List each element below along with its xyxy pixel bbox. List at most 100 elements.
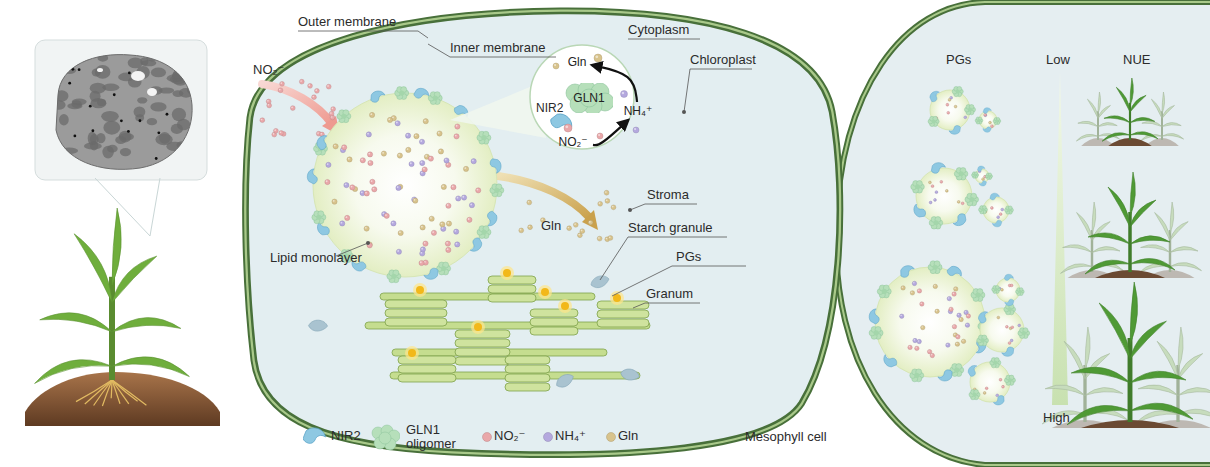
molecule (423, 241, 428, 246)
molecule-highlight (909, 346, 911, 348)
molecule (467, 217, 472, 222)
molecule-highlight (447, 222, 449, 224)
molecule (999, 213, 1002, 216)
molecule-highlight (1010, 339, 1012, 341)
molecule (935, 191, 938, 194)
leaf (1162, 134, 1184, 139)
legend-swatch (303, 422, 333, 452)
molecule (588, 220, 593, 225)
gln1-subunit (974, 174, 977, 177)
molecule-highlight (330, 112, 332, 114)
text-label: PGs (676, 249, 701, 264)
micrograph-dot (127, 130, 130, 133)
molecule-highlight (606, 238, 608, 240)
molecule (929, 201, 932, 204)
molecule-highlight (997, 216, 999, 218)
leaf (1085, 388, 1123, 396)
molecule-highlight (320, 133, 322, 135)
molecule-highlight (921, 326, 923, 328)
molecule-highlight (424, 120, 426, 122)
reaction-arrow (593, 120, 628, 145)
molecule (1008, 342, 1011, 345)
leaf (1088, 233, 1130, 244)
right-panel-art (868, 78, 1210, 428)
molecule-highlight (442, 185, 444, 187)
molecule-highlight (612, 206, 614, 208)
molecule-highlight (984, 113, 986, 115)
molecule (308, 83, 313, 88)
micrograph-grain (61, 148, 78, 154)
leaf (112, 208, 121, 285)
micrograph-dot (113, 93, 116, 96)
inner-membrane (248, 13, 838, 453)
micrograph-dot (139, 119, 142, 122)
gln1-subunit (882, 289, 887, 294)
text-label: NIR2 (536, 101, 563, 116)
molecule-highlight (962, 340, 964, 342)
plastoglobule-body (980, 308, 1024, 352)
molecule-highlight (934, 199, 936, 201)
molecule (621, 91, 628, 98)
molecule-highlight (598, 134, 600, 136)
molecule (900, 314, 904, 318)
molecule-highlight (333, 200, 335, 202)
molecule-highlight (956, 343, 958, 345)
molecule-highlight (946, 103, 948, 105)
leaf (1162, 92, 1165, 114)
micrograph-grain (173, 90, 184, 97)
leaf (1102, 133, 1130, 142)
molecule-highlight (1008, 284, 1010, 286)
molecule (414, 134, 419, 139)
molecule-highlight (954, 105, 956, 107)
molecule (444, 158, 449, 163)
micrograph-grain (159, 87, 174, 93)
leaf (1151, 99, 1162, 118)
leaf (1130, 172, 1135, 217)
molecule (372, 187, 377, 192)
text-label: Outer membrane (298, 14, 396, 29)
nir2-protein (992, 394, 1006, 406)
molecule-highlight (918, 340, 920, 342)
text-label: Starch granule (628, 220, 713, 235)
molecule (957, 201, 960, 204)
node: GLN1 (565, 83, 613, 113)
thylakoid-disc (455, 339, 510, 347)
plastoglobule-body (875, 267, 985, 377)
molecule (469, 203, 474, 208)
leaf (1067, 405, 1130, 424)
molecule (428, 156, 433, 161)
molecule (273, 128, 278, 133)
molecule (340, 221, 345, 226)
leaf (1045, 385, 1085, 396)
molecule-highlight (334, 145, 336, 147)
thylakoid-disc (385, 309, 447, 317)
pg-dot (474, 323, 482, 331)
molecule (342, 145, 347, 150)
molecule (910, 291, 914, 295)
molecule-highlight (581, 230, 583, 232)
molecule (527, 200, 532, 205)
leaf (40, 313, 112, 332)
molecule-highlight (425, 155, 427, 157)
molecule-highlight (589, 221, 591, 223)
molecule-highlight (327, 163, 329, 165)
micrograph-void (97, 68, 103, 72)
node: Gln (562, 53, 592, 71)
molecule-highlight (472, 160, 474, 162)
molecule-highlight (346, 216, 348, 218)
starch-granule (591, 276, 609, 288)
molecule-highlight (953, 293, 955, 295)
molecule-highlight (578, 234, 580, 236)
legend-text: NH₄⁺ (555, 429, 595, 443)
molecule-highlight (420, 261, 422, 263)
nir2-protein (1004, 274, 1014, 281)
micrograph-grain (147, 118, 157, 125)
thylakoid-disc (398, 365, 456, 373)
molecule-highlight (446, 242, 448, 244)
micrograph-grain (63, 67, 77, 74)
leaf (1104, 116, 1130, 123)
molecule (952, 324, 956, 328)
molecule-highlight (382, 152, 384, 154)
node: NO₂⁻ (553, 133, 593, 151)
molecule-highlight (1001, 288, 1003, 290)
